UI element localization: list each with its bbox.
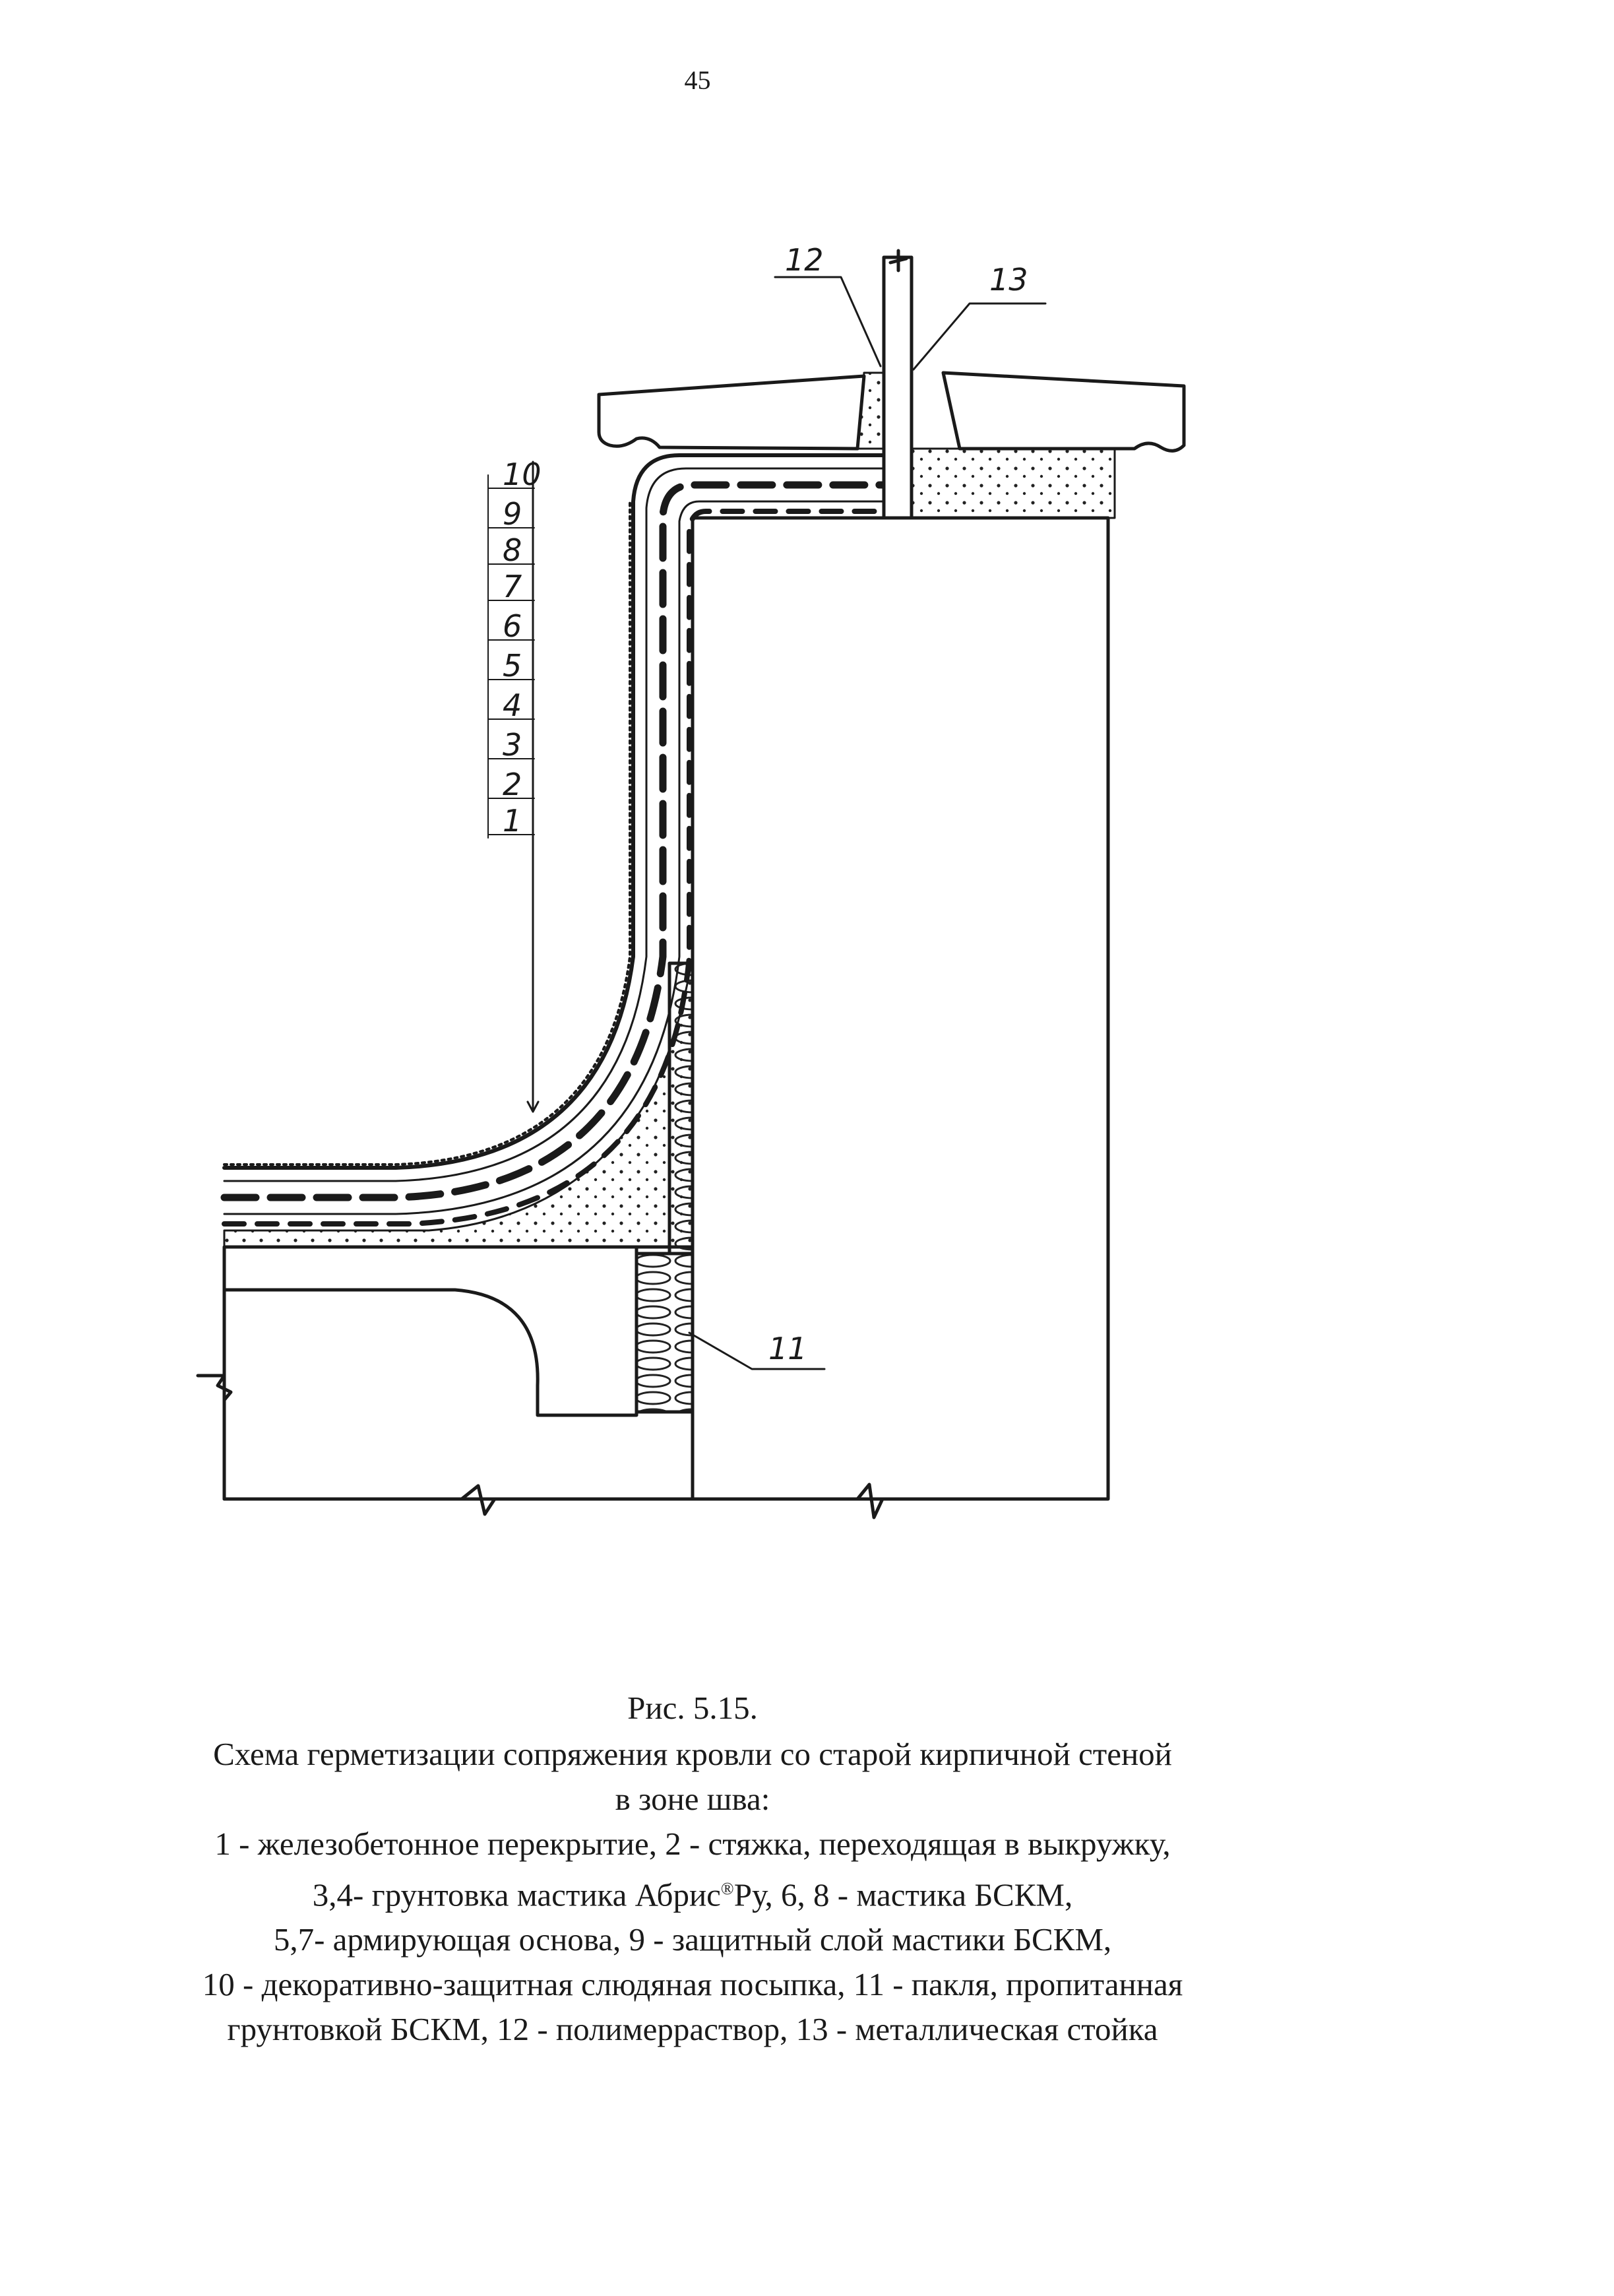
callout-4: 4 xyxy=(503,687,522,723)
leader-13 xyxy=(912,302,1047,371)
callout-ticks xyxy=(487,488,535,835)
callout-2: 2 xyxy=(503,767,522,802)
caption-line-2: в зоне шва: xyxy=(615,1781,770,1817)
callout-5: 5 xyxy=(503,648,522,684)
break-line-left xyxy=(196,1374,233,1407)
page-number: 45 xyxy=(684,65,711,95)
layers-leader xyxy=(526,461,540,1113)
slab-cavity xyxy=(222,1245,638,1417)
post-top-mark xyxy=(888,249,908,272)
caption-line-6: 10 - декоративно-защитная слюдяная посып… xyxy=(202,1966,1183,2003)
callout-3: 3 xyxy=(503,727,522,763)
mortar-bed xyxy=(910,447,1116,519)
tow-filling xyxy=(635,1252,695,1414)
figure-title: Рис. 5.15. xyxy=(627,1690,758,1726)
caption-line-1: Схема герметизации сопряжения кровли со … xyxy=(213,1736,1172,1772)
leader-11 xyxy=(688,1331,826,1370)
caption-line-4a: 3,4- грунтовка мастика Абрис xyxy=(312,1876,721,1913)
membrane-layer-d xyxy=(222,509,900,1227)
callout-13: 13 xyxy=(989,262,1028,298)
caption-line-7: грунтовкой БСКМ, 12 - полимерраствор, 13… xyxy=(227,2011,1158,2048)
callout-10: 10 xyxy=(503,457,542,492)
brick-wall xyxy=(691,516,1110,1501)
callout-12: 12 xyxy=(785,242,824,278)
membrane-layer-c xyxy=(223,500,898,1215)
figure-caption: Схема герметизации сопряжения кровли со … xyxy=(66,1732,1319,2052)
callout-1: 1 xyxy=(503,803,522,839)
break-line-bottom-left xyxy=(222,1484,497,1516)
caption-line-4: 3,4- грунтовка мастика Абрис®Ру, 6, 8 - … xyxy=(66,1866,1319,1917)
callout-6: 6 xyxy=(503,608,522,644)
callout-8: 8 xyxy=(503,532,522,568)
caption-line-4b: Ру, 6, 8 - мастика БСКМ, xyxy=(733,1876,1073,1913)
break-line-bottom-right xyxy=(855,1483,885,1519)
coping-left xyxy=(597,374,866,451)
caption-line-3: 1 - железобетонное перекрытие, 2 - стяжк… xyxy=(214,1826,1171,1862)
caption-line-5: 5,7- армирующая основа, 9 - защитный сло… xyxy=(273,1921,1112,1958)
registered-mark: ® xyxy=(720,1879,734,1898)
mica-sprinkle xyxy=(223,500,631,1166)
callout-7: 7 xyxy=(503,569,522,604)
membrane-outer xyxy=(222,453,899,1170)
coping-right xyxy=(941,371,1186,453)
metal-post xyxy=(882,255,914,520)
leader-12 xyxy=(774,276,882,367)
floor-slab xyxy=(222,1245,695,1501)
membrane-layer-a xyxy=(223,467,898,1182)
callout-11: 11 xyxy=(768,1331,807,1366)
membrane-layer-b xyxy=(220,481,901,1201)
callout-9: 9 xyxy=(503,496,522,532)
